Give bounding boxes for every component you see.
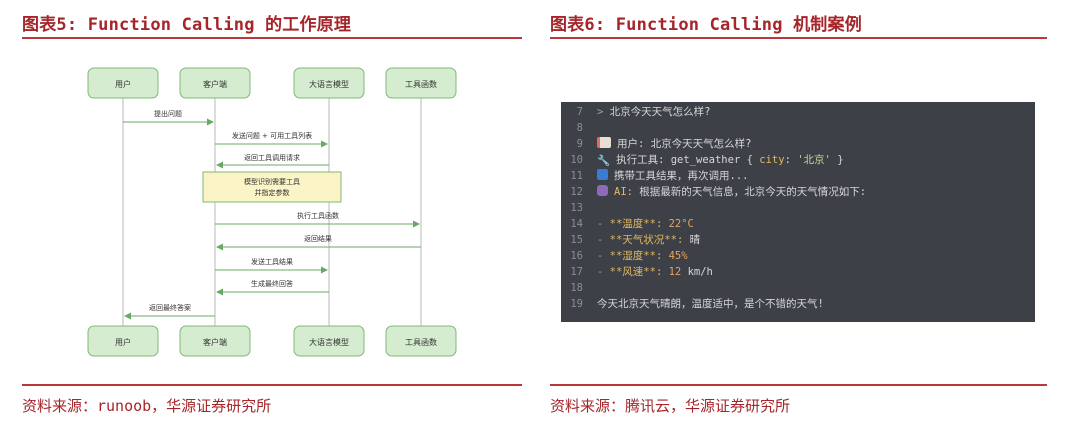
- actor-tools-top: 工具函数: [385, 67, 457, 99]
- left-source: 资料来源：runoob，华源证券研究所: [22, 397, 272, 415]
- code-line: 8: [576, 122, 583, 134]
- svg-text:工具函数: 工具函数: [405, 337, 437, 347]
- msg-return-result: 返回结果: [304, 234, 332, 243]
- right-source: 资料来源：腾讯云，华源证券研究所: [550, 397, 791, 415]
- sequence-diagram: 用户 客户端 大语言模型 工具函数 提出问题 发送问题 + 可用工具列表 返回工…: [87, 67, 457, 357]
- right-panel-title: 图表6: Function Calling 机制案例: [550, 15, 862, 35]
- actor-client-bottom: 客户端: [179, 325, 251, 357]
- svg-text:用户: 用户: [115, 79, 131, 89]
- code-line: 14 - **温度**: 22°C: [570, 218, 694, 230]
- svg-text:工具函数: 工具函数: [405, 79, 437, 89]
- right-title-rule: [550, 37, 1047, 39]
- svg-text:大语言模型: 大语言模型: [309, 79, 349, 89]
- code-line: 10 🔧执行工具: get_weather { city: '北京' }: [570, 154, 844, 167]
- actor-llm-bottom: 大语言模型: [293, 325, 365, 357]
- msg-send-result: 发送工具结果: [251, 257, 293, 266]
- robot-icon: [597, 185, 608, 196]
- repeat-icon: [597, 169, 608, 180]
- svg-text:用户: 用户: [115, 337, 131, 347]
- msg-generate: 生成最终回答: [251, 279, 293, 288]
- msg-exec-tool: 执行工具函数: [297, 211, 339, 220]
- memo-icon: [597, 137, 611, 148]
- right-source-rule: [550, 384, 1047, 386]
- code-line: 19 今天北京天气晴朗，温度适中，是个不错的天气!: [570, 298, 824, 310]
- svg-text:客户端: 客户端: [203, 79, 227, 89]
- code-line: 17 - **风速**: 12 km/h: [570, 266, 713, 278]
- svg-text:并指定参数: 并指定参数: [255, 188, 290, 197]
- code-line: 7 > 北京今天天气怎么样?: [576, 106, 711, 118]
- actor-llm-top: 大语言模型: [293, 67, 365, 99]
- left-panel-title: 图表5: Function Calling 的工作原理: [22, 15, 352, 35]
- actor-tools-bottom: 工具函数: [385, 325, 457, 357]
- code-line: 13: [570, 202, 583, 214]
- code-line: 11 携带工具结果，再次调用...: [570, 169, 749, 182]
- code-line: 9 用户: 北京今天天气怎么样?: [576, 137, 752, 150]
- msg-send-question: 发送问题 + 可用工具列表: [232, 131, 312, 140]
- wrench-icon: 🔧: [597, 155, 611, 167]
- actor-client-top: 客户端: [179, 67, 251, 99]
- code-line: 16 - **湿度**: 45%: [570, 250, 688, 262]
- svg-text:客户端: 客户端: [203, 337, 227, 347]
- left-source-rule: [22, 384, 522, 386]
- note-box: 模型识别需要工具 并指定参数: [202, 171, 342, 203]
- code-line: 18: [570, 282, 583, 294]
- msg-ask: 提出问题: [154, 109, 182, 118]
- code-line: 15 - **天气状况**: 晴: [570, 234, 701, 246]
- msg-final-answer: 返回最终答案: [149, 303, 191, 312]
- code-line: 12 AI: 根据最新的天气信息，北京今天的天气情况如下:: [570, 185, 867, 198]
- svg-text:模型识别需要工具: 模型识别需要工具: [244, 177, 300, 186]
- svg-text:大语言模型: 大语言模型: [309, 337, 349, 347]
- code-block: 7 > 北京今天天气怎么样? 8 9 用户: 北京今天天气怎么样? 10 🔧执行…: [561, 102, 1035, 322]
- actor-user-bottom: 用户: [87, 325, 159, 357]
- left-title-rule: [22, 37, 522, 39]
- actor-user-top: 用户: [87, 67, 159, 99]
- msg-tool-request: 返回工具调用请求: [244, 153, 300, 162]
